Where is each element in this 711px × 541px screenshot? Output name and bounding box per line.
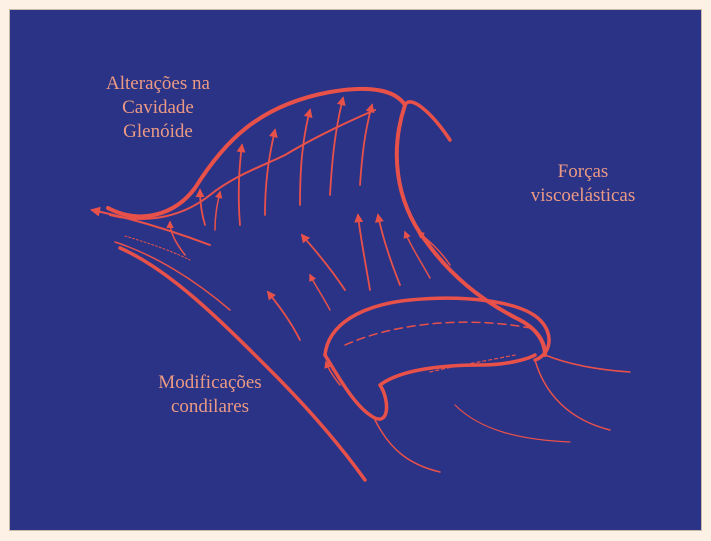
condyle-head bbox=[325, 298, 549, 360]
arrow-fossa-4 bbox=[265, 130, 275, 215]
label-viscoelastic-forces: Forças viscoelásticas bbox=[498, 160, 668, 208]
arrow-neck-2 bbox=[310, 275, 330, 310]
ramus-posterior bbox=[535, 360, 610, 430]
arrow-fossa-2 bbox=[215, 192, 220, 230]
arrow-fossa-1 bbox=[200, 190, 205, 225]
arrow-neck-3 bbox=[302, 235, 345, 290]
label-glenoid-line-2: Cavidade bbox=[78, 96, 238, 120]
ramus-lower bbox=[375, 420, 440, 472]
ramus-lower-right bbox=[455, 405, 570, 442]
label-glenoid-changes: Alterações na Cavidade Glenóide bbox=[78, 72, 238, 144]
arrow-fossa-5 bbox=[300, 110, 310, 205]
condyle-dashed bbox=[345, 322, 530, 345]
arrow-neck-1 bbox=[268, 292, 300, 340]
label-forces-line-2: viscoelásticas bbox=[498, 184, 668, 208]
label-condylar-line-1: Modificações bbox=[135, 371, 285, 395]
condyle-notch bbox=[325, 355, 535, 419]
posterior-contour bbox=[405, 102, 450, 140]
label-glenoid-line-3: Glenóide bbox=[78, 120, 238, 144]
label-condylar-line-2: condilares bbox=[135, 395, 285, 419]
diagram-panel: Alterações na Cavidade Glenóide Forças v… bbox=[9, 9, 702, 531]
arrow-fossa-6 bbox=[330, 98, 343, 195]
arrow-neck-4 bbox=[358, 215, 370, 290]
arrow-fossa-7 bbox=[360, 105, 372, 185]
label-condylar-modifications: Modificações condilares bbox=[135, 371, 285, 419]
condyle-neck-anterior bbox=[120, 248, 365, 480]
arrow-fossa-3 bbox=[239, 145, 242, 225]
right-outer-line bbox=[545, 355, 630, 372]
label-forces-line-1: Forças bbox=[498, 160, 668, 184]
arrow-fossa-8 bbox=[170, 222, 185, 255]
label-glenoid-line-1: Alterações na bbox=[78, 72, 238, 96]
arrow-neck-5 bbox=[378, 215, 400, 285]
